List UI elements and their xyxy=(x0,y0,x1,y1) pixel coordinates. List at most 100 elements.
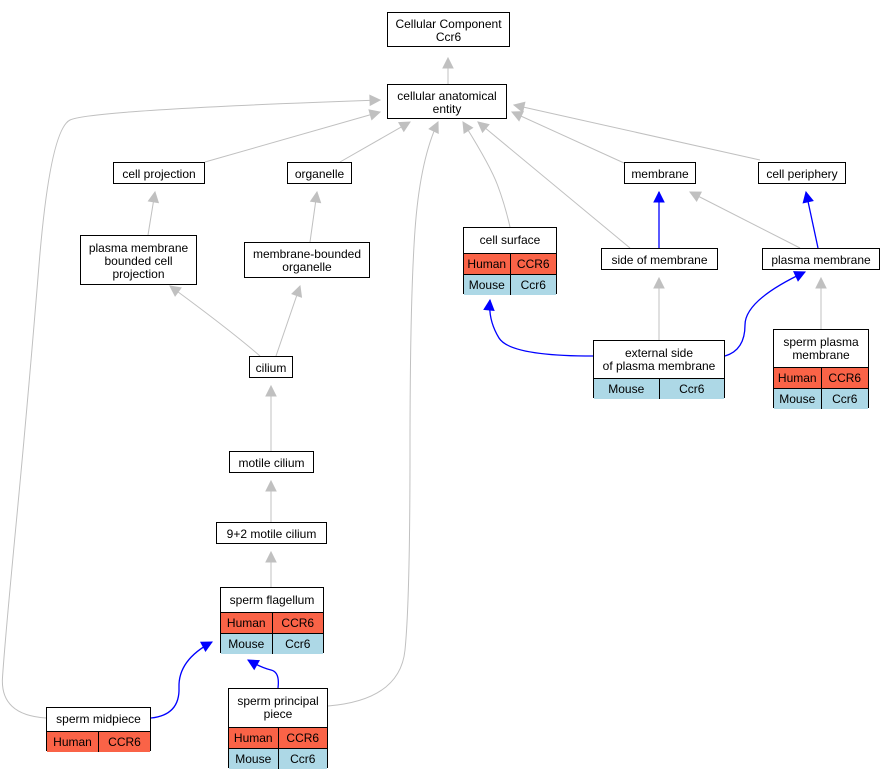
arrowhead-icon xyxy=(200,641,213,653)
species-cell: Human xyxy=(777,370,817,385)
node-title: cell periphery xyxy=(766,166,838,181)
gene-cell: CCR6 xyxy=(509,254,557,274)
arrowhead-icon xyxy=(147,190,160,204)
arrowhead-icon xyxy=(477,121,490,134)
node-title: membrane-bounded organelle xyxy=(252,247,362,274)
node-title: organelle xyxy=(294,166,345,181)
node-title: sperm plasma membrane xyxy=(783,334,859,362)
arrowhead-icon xyxy=(653,190,665,203)
species-cell: Human xyxy=(467,256,507,271)
node-title: external side of plasma membrane xyxy=(602,345,716,373)
species-cell: Human xyxy=(53,734,92,749)
arrowhead-icon xyxy=(510,111,524,122)
node-cell-periphery[interactable]: cell periphery xyxy=(758,162,846,184)
edge-cell-projection-to-cellular-anatomical-entity xyxy=(204,109,382,163)
species-cell: Mouse xyxy=(608,381,645,396)
edge-plasma-membrane-to-cell-periphery xyxy=(802,190,819,249)
edge-side-of-membrane-to-membrane xyxy=(653,190,665,248)
arrowhead-icon xyxy=(793,271,807,282)
arrowhead-icon xyxy=(398,121,411,133)
annotation-row: Mouse Ccr6 xyxy=(221,633,323,654)
species-cell: Mouse xyxy=(235,751,272,766)
gene-cell: Ccr6 xyxy=(271,634,324,654)
species-cell: Mouse xyxy=(228,636,265,651)
node-motile-cilium[interactable]: motile cilium xyxy=(229,451,314,473)
arrowhead-icon xyxy=(442,56,454,69)
species-cell: Mouse xyxy=(779,391,816,406)
arrowhead-icon xyxy=(368,109,382,121)
edge-nine-plus-two-motile-cilium-to-motile-cilium xyxy=(265,479,277,522)
species-cell: Mouse xyxy=(468,277,505,292)
gene-cell: CCR6 xyxy=(98,732,150,752)
gene-cell: Ccr6 xyxy=(820,389,869,409)
edge-plasma-membrane-bounded-cell-projection-to-cell-projection xyxy=(147,190,160,236)
edge-plasma-membrane-to-membrane xyxy=(689,191,801,249)
arrowhead-icon xyxy=(815,276,827,289)
arrowhead-icon xyxy=(369,94,382,107)
arrowhead-icon xyxy=(462,121,474,134)
node-title: sperm flagellum xyxy=(229,592,315,607)
arrowhead-icon xyxy=(265,550,277,563)
edge-cilium-to-plasma-membrane-bounded-cell-projection xyxy=(169,285,261,357)
node-title: 9+2 motile cilium xyxy=(226,526,317,541)
edge-external-side-of-plasma-membrane-to-side-of-membrane xyxy=(653,276,665,340)
edge-cell-surface-to-cellular-anatomical-entity xyxy=(462,121,511,228)
edge-sperm-principal-piece-to-cellular-anatomical-entity xyxy=(327,120,439,707)
node-nine-plus-two-motile-cilium[interactable]: 9+2 motile cilium xyxy=(216,522,327,544)
edge-membrane-to-cellular-anatomical-entity xyxy=(510,111,625,164)
node-side-of-membrane[interactable]: side of membrane xyxy=(601,248,718,270)
node-root[interactable]: Cellular Component Ccr6 xyxy=(387,12,510,47)
node-title: Cellular Component Ccr6 xyxy=(395,16,502,44)
gene-cell: CCR6 xyxy=(271,613,324,633)
arrowhead-icon xyxy=(265,384,277,397)
arrowhead-icon xyxy=(653,276,665,289)
node-membrane[interactable]: membrane xyxy=(624,162,696,184)
node-title: motile cilium xyxy=(238,455,305,470)
node-title: cellular anatomical entity xyxy=(397,88,497,116)
gene-cell: Ccr6 xyxy=(277,749,328,769)
node-cilium[interactable]: cilium xyxy=(249,356,293,378)
gene-cell: Ccr6 xyxy=(509,275,557,295)
edge-external-side-of-plasma-membrane-to-cell-surface xyxy=(483,298,594,357)
arrowhead-icon xyxy=(309,190,322,204)
node-cell-projection[interactable]: cell projection xyxy=(113,162,205,184)
edge-sperm-flagellum-to-nine-plus-two-motile-cilium xyxy=(265,550,277,587)
edge-external-side-of-plasma-membrane-to-plasma-membrane xyxy=(724,271,807,357)
node-plasma-membrane[interactable]: plasma membrane xyxy=(762,248,880,270)
arrowhead-icon xyxy=(483,298,495,312)
arrowhead-icon xyxy=(689,191,702,202)
node-membrane-bounded-organelle[interactable]: membrane-bounded organelle xyxy=(244,242,370,278)
arrowhead-icon xyxy=(291,284,303,298)
arrowhead-icon xyxy=(512,101,526,113)
edge-sperm-midpiece-to-sperm-flagellum xyxy=(150,641,213,719)
arrowhead-icon xyxy=(169,285,182,297)
edge-side-of-membrane-to-cellular-anatomical-entity xyxy=(477,121,631,249)
node-cellular-anatomical-entity[interactable]: cellular anatomical entity xyxy=(387,84,507,119)
node-title: sperm midpiece xyxy=(56,712,141,726)
node-organelle[interactable]: organelle xyxy=(287,162,352,184)
edge-motile-cilium-to-cilium xyxy=(265,384,277,451)
species-cell: Human xyxy=(233,730,273,745)
arrowhead-icon xyxy=(428,120,439,134)
arrowhead-icon xyxy=(247,659,260,671)
edge-cellular-anatomical-entity-to-root xyxy=(442,56,454,84)
edge-sperm-principal-piece-to-sperm-flagellum xyxy=(247,659,279,689)
node-title: plasma membrane bounded cell projection xyxy=(88,240,189,281)
annotation-row: Human CCR6 xyxy=(47,731,150,752)
node-title: cilium xyxy=(255,360,287,375)
node-title: sperm principal piece xyxy=(237,694,319,721)
node-title: plasma membrane xyxy=(771,252,871,267)
annotation-row: Mouse Ccr6 xyxy=(774,388,868,409)
node-plasma-membrane-bounded-cell-projection[interactable]: plasma membrane bounded cell projection xyxy=(80,235,197,285)
edge-sperm-plasma-membrane-to-plasma-membrane xyxy=(815,276,827,329)
